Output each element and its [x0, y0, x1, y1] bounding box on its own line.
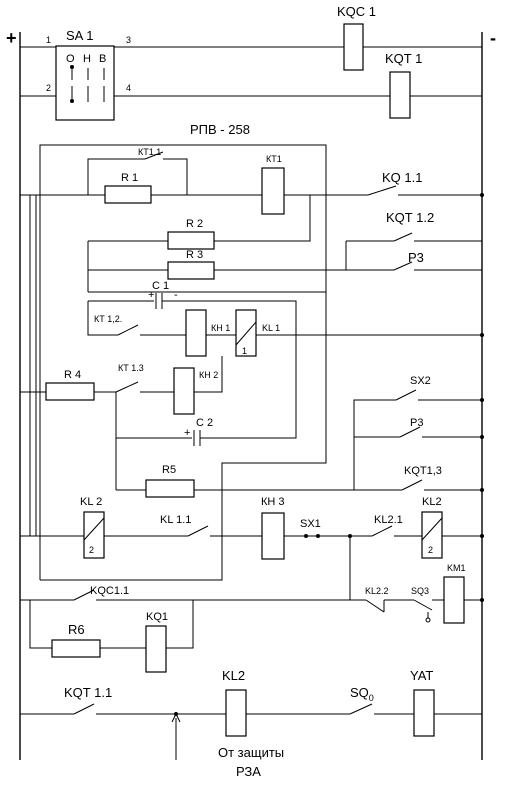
switch-pin-1: 1	[46, 35, 51, 45]
switch-position-o: О	[66, 53, 75, 65]
r6-label: R6	[68, 622, 85, 637]
switch-sa1-label: SA 1	[66, 28, 93, 43]
kl1-1-label: KL 1.1	[160, 514, 191, 526]
kt1-label: КТ1	[266, 154, 282, 164]
switch-position-n: Н	[83, 53, 91, 65]
r5-label: R5	[162, 464, 176, 476]
resistor-r5	[145, 479, 195, 498]
sx2-label: SX2	[410, 375, 431, 387]
c2-plus-label: +	[184, 427, 190, 439]
sq3-label: SQ3	[411, 586, 429, 596]
switch-pin-4: 4	[126, 83, 131, 93]
kl2-1-label: KL2.1	[374, 514, 403, 526]
footer-caption-line2: РЗА	[236, 764, 261, 779]
r2-label: R 2	[186, 218, 203, 230]
resistor-r1	[104, 185, 152, 204]
kl2-2-label: KL2.2	[365, 586, 389, 596]
sq0-label: SQ0	[350, 685, 374, 703]
solenoid-yat	[413, 689, 435, 737]
rpv258-title: РПВ - 258	[190, 122, 250, 137]
km1-label: KM1	[447, 563, 466, 573]
relay-coil-kl2-bottom	[225, 689, 247, 737]
resistor-r2	[167, 231, 215, 250]
switch-pin-2: 2	[46, 83, 51, 93]
switch-pin-3: 3	[126, 35, 131, 45]
kl2-bottom-label: KL2	[222, 668, 245, 683]
switch-position-v: В	[99, 53, 106, 65]
kqt1-3-label: KQT1,3	[404, 465, 442, 477]
c1-label: С 1	[152, 280, 169, 292]
resistor-r3	[167, 261, 215, 280]
negative-rail-label: -	[490, 28, 496, 48]
kt1-2-label: КТ 1,2.	[94, 314, 122, 324]
sq0-subscript: 0	[369, 693, 374, 703]
kh2-label: КН 2	[199, 370, 218, 380]
kqt1-2-label: KQT 1.2	[386, 210, 434, 225]
kl2-left-label: KL 2	[80, 496, 102, 508]
relay-coil-km1	[443, 576, 465, 624]
relay-coil-kh1	[185, 309, 207, 357]
sx1-label: SX1	[300, 518, 321, 530]
kqc1-label: KQC 1	[337, 4, 376, 19]
kl2-right-number: 2	[428, 545, 433, 555]
footer-caption-line1: От защиты	[218, 745, 284, 760]
kh1-label: КН 1	[211, 323, 230, 333]
r4-label: R 4	[64, 369, 81, 381]
switch-sa1: SA 1 О Н В 1 2 3 4	[46, 28, 131, 121]
kqt1-label: KQT 1	[385, 51, 422, 66]
relay-coil-kh3	[261, 512, 285, 560]
r3-label: R 3	[186, 249, 203, 261]
p3-mid-label: Р3	[410, 417, 423, 429]
kqc1-1-label: KQC1.1	[90, 585, 129, 597]
kl1-number: 1	[242, 346, 247, 356]
relay-coil-kh2	[173, 367, 195, 415]
relay-coil-kqt1	[389, 71, 411, 119]
c1-plus-label: +	[148, 289, 154, 301]
kl2-right-label: KL2	[422, 496, 442, 508]
yat-label: YAT	[410, 668, 433, 683]
kq1-1-label: KQ 1.1	[382, 170, 422, 185]
kh3-label: КН 3	[261, 496, 285, 508]
c2-label: С 2	[196, 417, 213, 429]
kqt1-1-label: KQT 1.1	[64, 685, 112, 700]
resistor-r6	[51, 639, 101, 658]
positive-rail-label: +	[6, 28, 17, 48]
relay-coil-kq1	[145, 625, 167, 673]
kt1-1-label: КТ1.1	[138, 147, 161, 157]
kt1-3-label: КТ 1.3	[118, 363, 144, 373]
kl1-label: KL 1	[262, 323, 280, 333]
rpv258-block-frame	[39, 144, 327, 581]
resistor-r4	[45, 382, 95, 401]
r1-label: R 1	[121, 172, 138, 184]
relay-coil-kqc1	[343, 23, 364, 71]
c1-minus-label: -	[174, 289, 178, 301]
p3-top-label: Р3	[408, 250, 424, 265]
kq1-label: KQ1	[146, 611, 168, 623]
kl2-left-number: 2	[89, 545, 94, 555]
relay-coil-kt1	[261, 167, 285, 215]
